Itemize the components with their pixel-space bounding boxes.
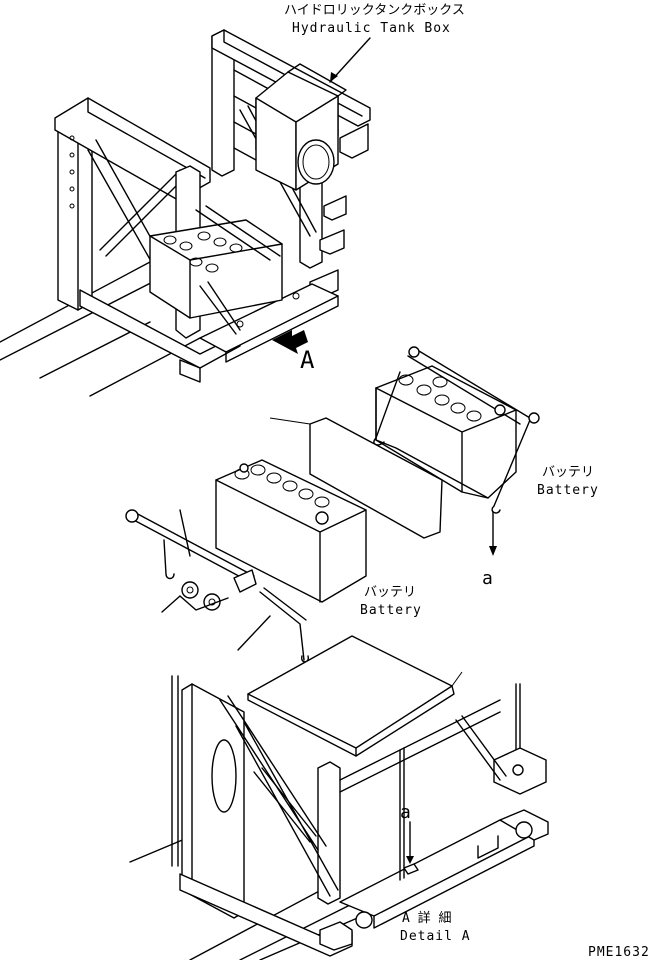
battery-right-label-jp: バッテリ [542,465,594,480]
arrow-to-a-head [489,546,497,556]
ref-a-lower: a [400,802,411,823]
hydraulic-tank-box [255,63,347,191]
tank-box-label-en: Hydraulic Tank Box [292,21,451,36]
tank-box-leader [329,37,371,83]
detail-label-jp: A 詳 細 [402,910,451,926]
detail-label-en: Detail A [400,929,471,944]
battery-left [215,459,367,603]
battery-right-label-en: Battery [537,483,599,498]
battery-right [373,346,540,514]
ref-a-upper: a [482,568,493,589]
view-arrow-label: A [300,346,315,374]
detail-a-frame [129,675,549,960]
insulating-plate [269,417,443,539]
battery-left-label-en: Battery [360,603,422,618]
battery-left-label-jp: バッテリ [364,585,416,600]
tank-box-label-jp: ハイドロリックタンクボックス [284,3,465,18]
drawing-code: PME1632 [588,945,650,960]
hold-down-hardware [125,509,309,663]
tank-box-leader-arrow [330,72,338,82]
battery-tray-plate [247,635,463,757]
view-arrow-a [272,330,308,354]
